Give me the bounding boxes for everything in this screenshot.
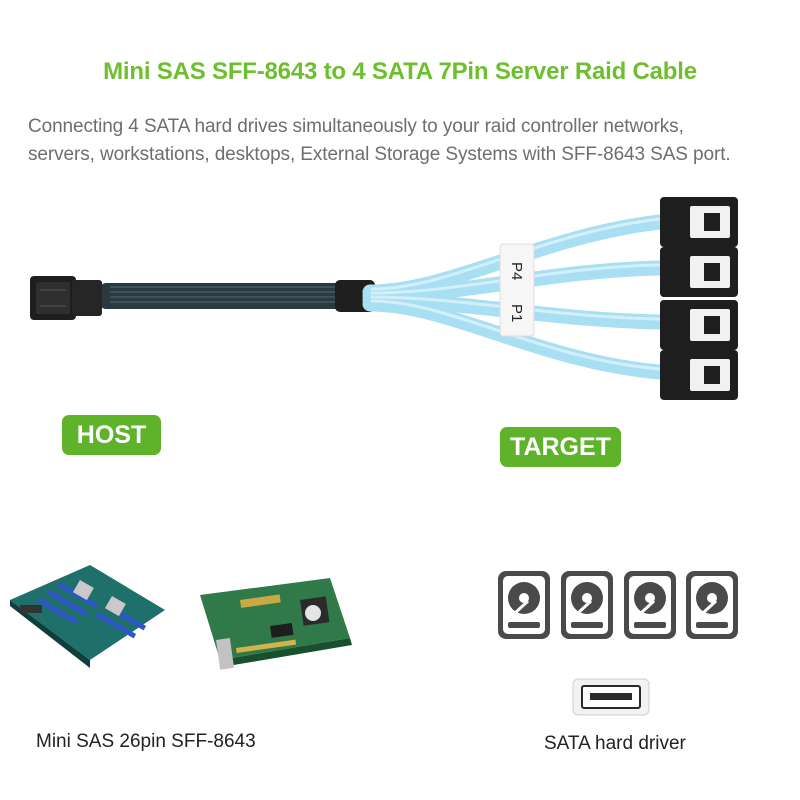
sff-8643-connector xyxy=(30,276,102,320)
cable-assembly: P4 P1 xyxy=(30,197,738,400)
tag-p1: P1 xyxy=(508,304,525,322)
hard-drive-icon xyxy=(561,571,613,639)
host-caption: Mini SAS 26pin SFF-8643 xyxy=(36,731,256,752)
target-caption: SATA hard driver xyxy=(544,733,686,754)
braided-sleeve xyxy=(100,283,372,309)
hard-drive-icon xyxy=(624,571,676,639)
hard-drive-icons xyxy=(498,571,738,639)
raid-card-image xyxy=(200,578,352,670)
product-description: Connecting 4 SATA hard drives simultaneo… xyxy=(28,113,788,169)
motherboard-image xyxy=(10,565,165,668)
sata-port-icon xyxy=(572,678,650,716)
target-badge: TARGET xyxy=(500,427,621,467)
sata-connectors xyxy=(660,197,738,400)
host-badge: HOST xyxy=(62,415,161,455)
tag-p4: P4 xyxy=(508,262,525,280)
hard-drive-icon xyxy=(498,571,550,639)
page-title: Mini SAS SFF-8643 to 4 SATA 7Pin Server … xyxy=(103,58,697,85)
description-line-2: servers, workstations, desktops, Externa… xyxy=(28,144,731,165)
description-line-1: Connecting 4 SATA hard drives simultaneo… xyxy=(28,116,684,137)
cable-tag xyxy=(499,243,535,337)
hard-drive-icon xyxy=(686,571,738,639)
